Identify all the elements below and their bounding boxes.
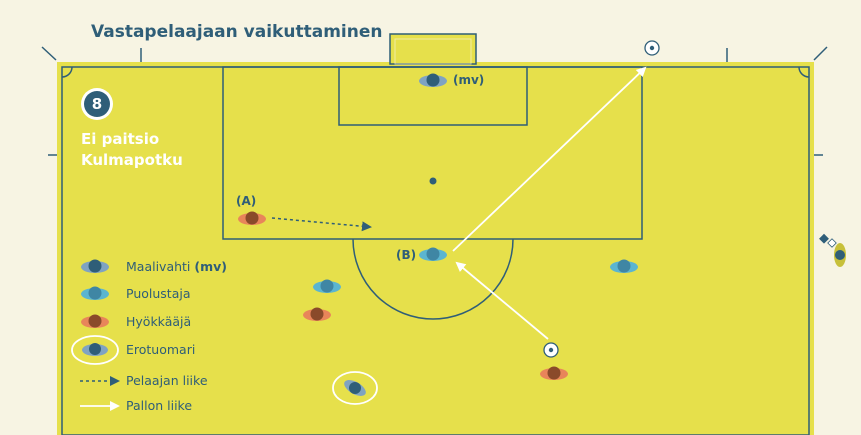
ball-pass-arrow: [455, 261, 549, 340]
goalkeeper-tag: (mv): [453, 73, 485, 87]
legend-item-attacker: Hyökkääjä: [126, 314, 192, 329]
scenario-line-2: Kulmapotku: [81, 151, 183, 169]
ball-icon: [543, 342, 559, 358]
penalty-spot: [429, 177, 437, 185]
defender-player: [313, 279, 341, 293]
boundary-ticks: [41, 46, 828, 156]
legend-item-ball-movement: Pallon liike: [126, 398, 193, 413]
attacker-player-a: [238, 211, 266, 225]
scenario-number: 8: [84, 91, 110, 117]
attacker-tag: (A): [236, 194, 257, 208]
legend-goalkeeper-icon: [81, 259, 109, 273]
defender-player: [610, 259, 638, 273]
legend-label: Maalivahti: [126, 259, 191, 274]
legend-attacker-icon: [81, 314, 109, 328]
ball-flight-arrow: [452, 66, 647, 252]
attacker-run-arrow: [271, 217, 372, 232]
ball-icon: [644, 40, 660, 56]
legend-item-goalkeeper: Maalivahti (mv): [126, 259, 227, 274]
referee-player: [332, 371, 378, 405]
legend-suffix: (mv): [194, 259, 227, 274]
assistant-referee: [819, 233, 846, 267]
scenario-line-1: Ei paitsio: [81, 130, 160, 148]
legend-item-defender: Puolustaja: [126, 286, 191, 301]
legend-item-player-movement: Pelaajan liike: [126, 373, 208, 388]
scenario-number-badge: 8: [81, 88, 113, 120]
legend-referee-icon: [71, 335, 119, 365]
goalkeeper-player: [419, 73, 447, 87]
defender-player-b: [419, 247, 447, 261]
pitch-lines: [61, 66, 810, 435]
legend-item-referee: Erotuomari: [126, 342, 196, 357]
legend-defender-icon: [81, 286, 109, 300]
defender-tag: (B): [396, 248, 417, 262]
attacker-player: [540, 366, 568, 380]
page-title: Vastapelaajaan vaikuttaminen: [91, 22, 383, 42]
attacker-player: [303, 307, 331, 321]
